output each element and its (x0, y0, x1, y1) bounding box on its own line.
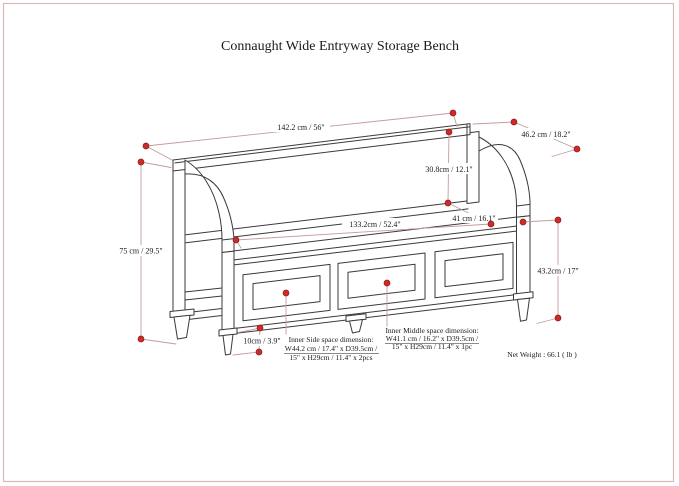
leg-front-left (221, 250, 235, 334)
dim-dot (449, 109, 457, 117)
arm-left (184, 159, 235, 253)
dim-dot (256, 324, 264, 332)
dim-dot (445, 128, 453, 136)
dim-dot (142, 142, 150, 150)
dim-dot (487, 220, 495, 228)
storage-cabinet (233, 230, 518, 334)
dim-leader (140, 338, 177, 345)
dim-dot (573, 145, 581, 153)
dim-dot (519, 218, 527, 226)
note-inner-side: Inner Side space dimension: W44.2 cm / 1… (284, 335, 379, 362)
label-overall-height: 75 cm / 29.5" (119, 247, 162, 256)
dim-leader (140, 161, 172, 168)
label-backgrounds (112, 121, 583, 346)
note-blocks: Inner Side space dimension: W44.2 cm / 1… (284, 326, 577, 362)
dim-line-inner-width (235, 223, 492, 241)
label-storage-height: 43.2cm / 17" (537, 267, 578, 276)
back-post-left (172, 164, 186, 315)
dim-dot (444, 199, 452, 207)
dim-dot (554, 314, 562, 322)
door-panel-right (434, 241, 514, 299)
note-inner-middle-title: Inner Middle space dimension: (385, 326, 478, 335)
dim-dot (554, 216, 562, 224)
arm-right-joint (516, 203, 531, 207)
top-rail-edge (174, 126, 470, 164)
dim-leader (232, 351, 260, 356)
label-back-height: 30.8cm / 12.1" (425, 165, 472, 174)
door-panel-left (242, 263, 331, 322)
label-seat-depth: 41 cm / 16.1" (452, 214, 495, 223)
label-overall-width: 142.2 cm / 56" (277, 123, 324, 132)
dim-dot (137, 335, 145, 343)
foot-front-right (517, 297, 530, 322)
foot-middle (349, 319, 363, 334)
label-overall-depth: 46.2 cm / 18.2" (521, 130, 570, 139)
dim-dot (282, 289, 290, 297)
label-inner-width: 133.2cm / 52.4" (349, 220, 400, 229)
note-inner-side-title: Inner Side space dimension: (289, 335, 374, 344)
dim-leader (472, 121, 515, 125)
dimension-dots (137, 109, 581, 356)
arm-left-joint (221, 238, 235, 241)
leg-front-right (516, 215, 531, 298)
label-leg-height: 10cm / 3.9" (243, 337, 280, 346)
note-inner-middle-line3: 15" x H29cm / 11.4" x 1pc (392, 342, 473, 351)
note-inner-side-line3: 15" x H29cm / 11.4" x 2pcs (289, 353, 372, 362)
dim-dot (383, 279, 391, 287)
page-title: Connaught Wide Entryway Storage Bench (221, 39, 459, 54)
note-inner-side-line2: W44.2 cm / 17.4" x D39.5cm / (285, 344, 378, 353)
foot-front-left (222, 333, 234, 356)
foot-back-left (173, 314, 191, 340)
dim-leader (522, 219, 559, 223)
dim-dot (510, 118, 518, 126)
door-panel-middle (337, 252, 426, 310)
dimension-labels: 142.2 cm / 56" 46.2 cm / 18.2" 30.8cm / … (119, 123, 578, 346)
dim-leader (551, 148, 578, 157)
dim-leader (145, 145, 173, 161)
dim-dot (232, 236, 240, 244)
note-inner-middle-line2: W41.1 cm / 16.2" x D39.5cm / (386, 334, 479, 343)
dim-dot (255, 348, 263, 356)
bench-drawing (169, 123, 534, 356)
dim-leader (237, 327, 261, 333)
note-inner-middle: Inner Middle space dimension: W41.1 cm /… (385, 326, 479, 351)
net-weight: Net Weight : 66.1 ( lb ) (507, 350, 577, 359)
dim-leader (536, 317, 559, 324)
dim-dot (137, 158, 145, 166)
